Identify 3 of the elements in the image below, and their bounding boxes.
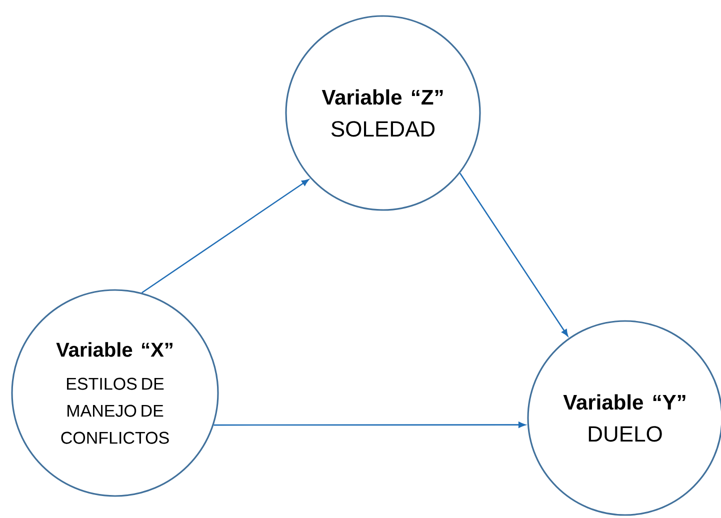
arrow: [142, 179, 309, 294]
arrow: [460, 172, 568, 336]
arrow: [214, 422, 526, 428]
